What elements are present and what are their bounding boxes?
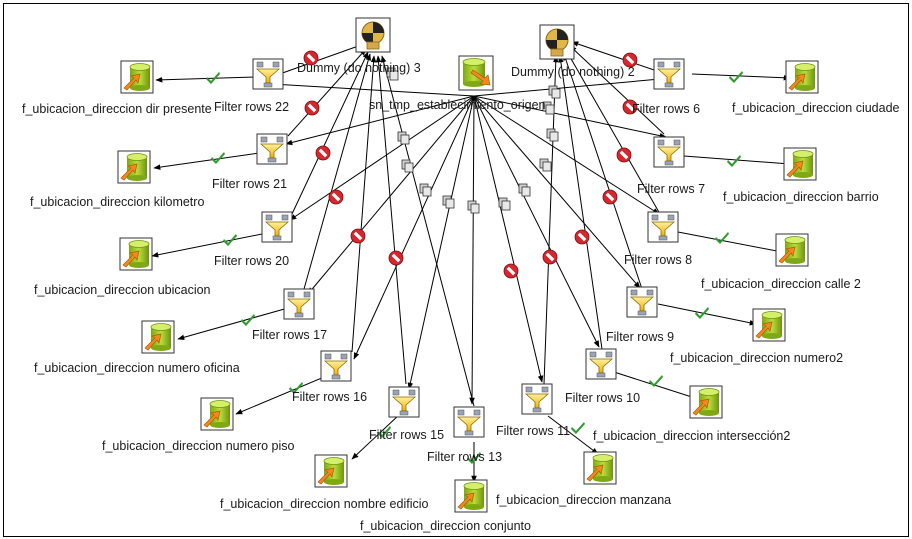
filter-label: Filter rows 20 xyxy=(214,254,289,268)
step-filter-13[interactable] xyxy=(453,406,485,438)
filter-label: Filter rows 7 xyxy=(637,182,705,196)
filter-label: Filter rows 15 xyxy=(369,428,444,442)
dummy-icon xyxy=(355,17,391,53)
step-output-numero2[interactable] xyxy=(752,308,786,342)
output-label: f_ubicacion_direccion numero oficina xyxy=(34,361,240,375)
output-label: f_ubicacion_direccion kilometro xyxy=(30,195,204,209)
filter-label: Filter rows 17 xyxy=(252,328,327,342)
filter-funnel-icon xyxy=(388,386,420,418)
step-filter-8[interactable] xyxy=(647,211,679,243)
dummy-icon xyxy=(539,24,575,60)
filter-funnel-icon xyxy=(252,58,284,90)
table-output-icon xyxy=(314,454,348,488)
output-label: f_ubicacion_direccion ciudade xyxy=(732,101,900,115)
step-output-kilometro[interactable] xyxy=(117,150,151,184)
step-output-numero-piso[interactable] xyxy=(200,397,234,431)
output-label: f_ubicacion_direccion numero piso xyxy=(102,439,295,453)
table-output-icon xyxy=(120,60,154,94)
canvas-frame: Dummy (do nothing) 3 Dummy (do nothing) … xyxy=(3,3,909,537)
dummy-label: Dummy (do nothing) 2 xyxy=(511,65,635,79)
step-filter-11[interactable] xyxy=(521,383,553,415)
step-output-conjunto[interactable] xyxy=(454,479,488,513)
table-output-icon xyxy=(583,451,617,485)
step-output-nombre-edificio[interactable] xyxy=(314,454,348,488)
step-output-ubicacion[interactable] xyxy=(119,237,153,271)
source-label: sn_tmp_establecimiento_origen xyxy=(369,98,546,112)
output-label: f_ubicacion_direccion calle 2 xyxy=(701,277,861,291)
table-output-icon xyxy=(775,233,809,267)
step-filter-21[interactable] xyxy=(256,133,288,165)
step-filter-22[interactable] xyxy=(252,58,284,90)
table-output-icon xyxy=(117,150,151,184)
step-dummy-3[interactable] xyxy=(355,17,391,53)
output-label: f_ubicacion_direccion numero2 xyxy=(670,351,843,365)
dummy-label: Dummy (do nothing) 3 xyxy=(297,61,421,75)
filter-funnel-icon xyxy=(320,350,352,382)
step-filter-9[interactable] xyxy=(626,286,658,318)
filter-funnel-icon xyxy=(453,406,485,438)
output-label: f_ubicacion_direccion conjunto xyxy=(360,519,531,533)
table-input-icon xyxy=(458,55,494,91)
filter-funnel-icon xyxy=(283,288,315,320)
table-output-icon xyxy=(783,147,817,181)
filter-label: Filter rows 21 xyxy=(212,177,287,191)
step-output-manzana[interactable] xyxy=(583,451,617,485)
filter-label: Filter rows 11 xyxy=(496,424,570,438)
step-source[interactable] xyxy=(458,55,494,91)
hops-layer xyxy=(151,41,791,483)
table-output-icon xyxy=(200,397,234,431)
table-output-icon xyxy=(141,320,175,354)
filter-label: Filter rows 10 xyxy=(565,391,640,405)
output-label: f_ubicacion_direccion dir presente xyxy=(22,102,212,116)
filter-label: Filter rows 8 xyxy=(624,253,692,267)
filter-funnel-icon xyxy=(521,383,553,415)
filter-funnel-icon xyxy=(626,286,658,318)
table-output-icon xyxy=(689,385,723,419)
step-filter-6[interactable] xyxy=(653,58,685,90)
filter-funnel-icon xyxy=(585,348,617,380)
filter-funnel-icon xyxy=(647,211,679,243)
step-filter-7[interactable] xyxy=(653,136,685,168)
filter-funnel-icon xyxy=(653,58,685,90)
step-dummy-2[interactable] xyxy=(539,24,575,60)
filter-funnel-icon xyxy=(653,136,685,168)
filter-label: Filter rows 13 xyxy=(427,450,502,464)
output-label: f_ubicacion_direccion nombre edificio xyxy=(220,497,429,511)
filter-label: Filter rows 6 xyxy=(632,102,700,116)
filter-label: Filter rows 9 xyxy=(606,330,674,344)
output-label: f_ubicacion_direccion intersección2 xyxy=(593,429,790,443)
step-filter-15[interactable] xyxy=(388,386,420,418)
output-label: f_ubicacion_direccion ubicacion xyxy=(34,283,211,297)
step-output-calle-2[interactable] xyxy=(775,233,809,267)
step-output-dir-presente[interactable] xyxy=(120,60,154,94)
table-output-icon xyxy=(785,60,819,94)
table-output-icon xyxy=(752,308,786,342)
step-filter-16[interactable] xyxy=(320,350,352,382)
table-output-icon xyxy=(119,237,153,271)
filter-label: Filter rows 16 xyxy=(292,390,367,404)
output-label: f_ubicacion_direccion manzana xyxy=(496,493,671,507)
table-output-icon xyxy=(454,479,488,513)
labels-layer: Dummy (do nothing) 3 Dummy (do nothing) … xyxy=(22,61,900,533)
step-filter-10[interactable] xyxy=(585,348,617,380)
step-output-numero-oficina[interactable] xyxy=(141,320,175,354)
step-output-ciudade[interactable] xyxy=(785,60,819,94)
step-filter-17[interactable] xyxy=(283,288,315,320)
filter-funnel-icon xyxy=(261,211,293,243)
filter-label: Filter rows 22 xyxy=(214,100,289,114)
step-output-interseccion2[interactable] xyxy=(689,385,723,419)
transformation-canvas[interactable]: Dummy (do nothing) 3 Dummy (do nothing) … xyxy=(4,4,908,536)
output-label: f_ubicacion_direccion barrio xyxy=(723,190,879,204)
step-filter-20[interactable] xyxy=(261,211,293,243)
step-output-barrio[interactable] xyxy=(783,147,817,181)
filter-funnel-icon xyxy=(256,133,288,165)
